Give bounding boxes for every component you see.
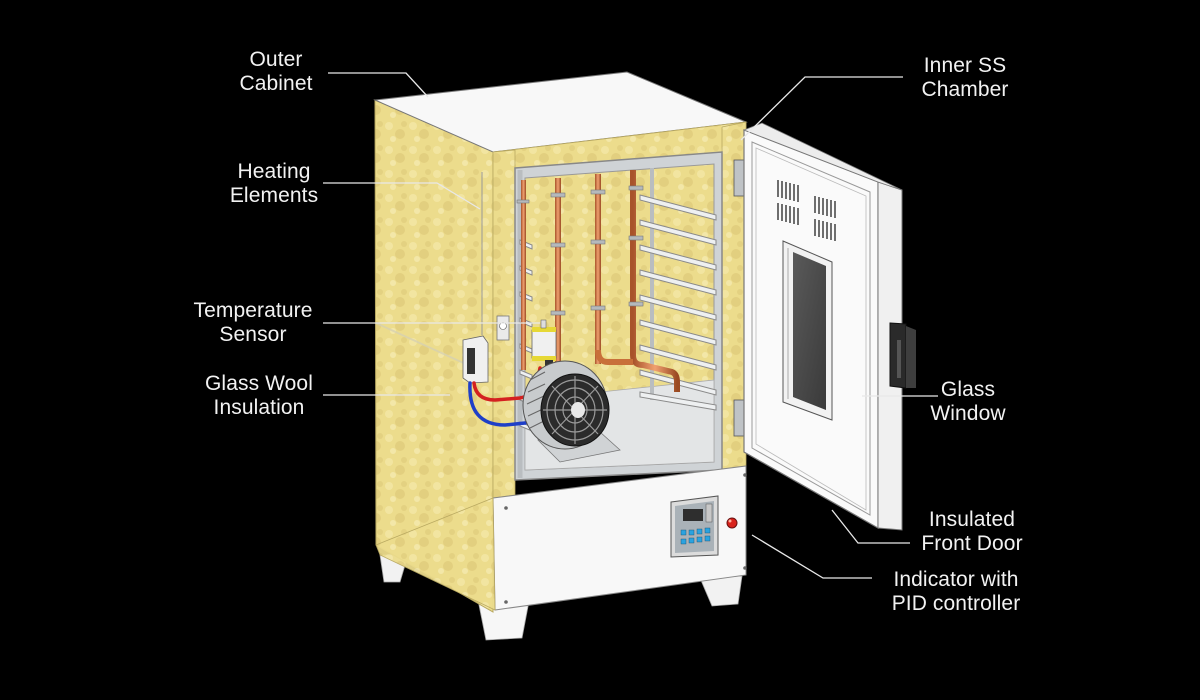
- pid-controller: [670, 495, 719, 558]
- door-handle: [889, 322, 916, 389]
- label-glass-window: Glass Window: [912, 378, 1024, 426]
- label-pid-indicator-line1: Indicator with: [893, 568, 1019, 591]
- label-heating-elements-line2: Elements: [229, 184, 319, 207]
- label-temperature-sensor: Temperature Sensor: [180, 299, 326, 347]
- label-outer-cabinet: Outer Cabinet: [226, 48, 326, 96]
- label-glass-window-line1: Glass: [940, 378, 996, 401]
- indicator-lamp: [726, 517, 738, 529]
- label-glass-wool-line2: Insulation: [213, 396, 305, 419]
- label-heating-elements-line1: Heating: [237, 160, 311, 183]
- leader-outer-cabinet: [328, 72, 429, 98]
- external-junction-box: [462, 335, 489, 384]
- label-glass-wool-insulation: Glass Wool Insulation: [192, 372, 326, 420]
- label-inner-chamber-line1: Inner SS: [923, 54, 1007, 77]
- leader-heating-elements: [323, 182, 481, 210]
- leader-lines: [323, 72, 938, 579]
- label-inner-ss-chamber: Inner SS Chamber: [910, 54, 1020, 102]
- label-front-door-line1: Insulated: [928, 508, 1016, 531]
- label-outer-cabinet-line1: Outer: [249, 48, 303, 71]
- temperature-sensor: [496, 315, 557, 367]
- heating-elements: [516, 170, 680, 392]
- glass-window: [782, 240, 833, 421]
- label-front-door-line2: Front Door: [921, 532, 1023, 555]
- blower-fan-motor: [522, 360, 621, 463]
- label-pid-indicator-line2: PID controller: [891, 592, 1021, 615]
- leader-front-door: [831, 509, 910, 544]
- label-insulated-front-door: Insulated Front Door: [910, 508, 1034, 556]
- label-outer-cabinet-line2: Cabinet: [239, 72, 313, 95]
- label-pid-indicator: Indicator with PID controller: [874, 568, 1038, 616]
- label-inner-chamber-line2: Chamber: [921, 78, 1009, 101]
- label-temperature-sensor-line1: Temperature: [193, 299, 313, 322]
- label-heating-elements: Heating Elements: [218, 160, 330, 208]
- leader-pid-indicator: [751, 534, 872, 579]
- insulated-front-door: [742, 122, 916, 531]
- label-glass-wool-line1: Glass Wool: [205, 372, 313, 395]
- door-vents: [777, 180, 836, 241]
- leader-inner-chamber: [740, 76, 903, 141]
- label-glass-window-line2: Window: [930, 402, 1006, 425]
- label-temperature-sensor-line2: Sensor: [219, 323, 287, 346]
